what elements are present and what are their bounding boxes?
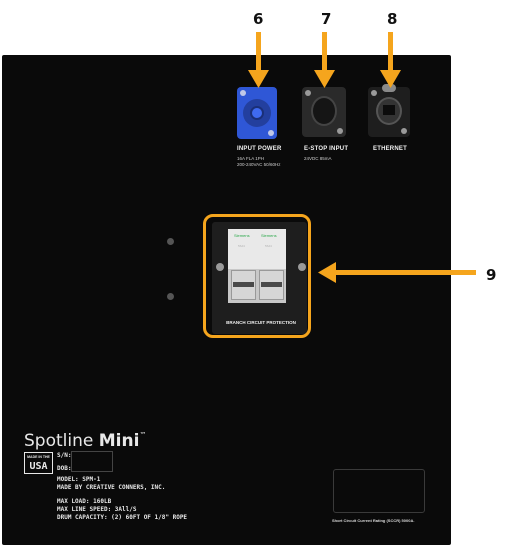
- dob-label: DOB:: [57, 465, 72, 472]
- made-by-text: MADE BY CREATIVE CONNERS, INC.: [57, 484, 166, 491]
- made-in-the-text: MADE IN THE: [27, 455, 50, 459]
- usa-text: USA: [29, 461, 48, 472]
- breaker-highlight: [203, 214, 311, 338]
- arrow-6-head: [248, 70, 269, 88]
- arrow-6-shaft: [256, 32, 261, 72]
- callout-7: 7: [321, 10, 332, 28]
- input-power-rating: 16A FLA 1PH: [237, 156, 265, 161]
- arrow-9-head: [318, 262, 336, 283]
- screw-icon: [337, 128, 343, 134]
- input-power-voltage: 200-240VAC 50/60Hz: [237, 162, 281, 167]
- drum-capacity-text: DRUM CAPACITY: (2) 60FT OF 1/8" ROPE: [57, 514, 188, 521]
- screw-icon: [268, 130, 274, 136]
- arrow-8-head: [380, 70, 401, 88]
- sccr-label-area: [333, 469, 425, 513]
- breaker-brand-left: Siemens: [234, 233, 250, 238]
- panel-screw-icon: [167, 293, 174, 300]
- ethernet-port: [368, 84, 410, 137]
- powercon-center-icon: [250, 106, 264, 120]
- screw-icon: [401, 128, 407, 134]
- switch-lever-icon: [233, 282, 254, 287]
- arrow-9-shaft: [334, 270, 476, 275]
- screw-icon: [240, 90, 246, 96]
- panel-screw-icon: [167, 238, 174, 245]
- arrow-8-shaft: [388, 32, 393, 72]
- ethernet-label: ETHERNET: [373, 146, 407, 152]
- breaker-label: BRANCH CIRCUIT PROTECTION: [226, 320, 296, 325]
- input-power-port: [237, 87, 277, 139]
- screw-icon: [305, 90, 311, 96]
- sccr-text: Short Circuit Current Rating (SCCR) 5000…: [332, 518, 415, 523]
- callout-8: 8: [387, 10, 398, 28]
- callout-6: 6: [253, 10, 264, 28]
- serial-field: [71, 451, 113, 472]
- callout-9: 9: [486, 266, 497, 284]
- estop-input-rating: 24VDC 85mA: [304, 156, 332, 161]
- model-text: MODEL: SPM-1: [57, 476, 101, 483]
- max-load-text: MAX LOAD: 160LB: [57, 498, 112, 505]
- brand-tm: ™: [139, 431, 147, 439]
- screw-icon: [216, 263, 224, 271]
- arrow-7-head: [314, 70, 335, 88]
- max-speed-text: MAX LINE SPEED: 3All/S: [57, 506, 137, 513]
- breaker-switch-right[interactable]: [259, 270, 284, 300]
- breaker-model-right: 5SJ4: [265, 244, 272, 248]
- breaker-model-left: 5SJ4: [238, 244, 245, 248]
- brand-model: Mini: [98, 431, 140, 451]
- rj45-icon: [383, 105, 395, 115]
- brand-logo: Spotline Mini™: [24, 431, 146, 451]
- input-power-label: INPUT POWER: [237, 146, 282, 152]
- serial-label: S/N:: [57, 452, 72, 459]
- latch-icon: [382, 84, 396, 92]
- estop-input-port: [302, 87, 346, 137]
- xlr-socket-icon: [311, 96, 337, 126]
- screw-icon: [371, 90, 377, 96]
- arrow-7-shaft: [322, 32, 327, 72]
- breaker-housing: [228, 229, 286, 269]
- breaker-switch-left[interactable]: [231, 270, 256, 300]
- screw-icon: [298, 263, 306, 271]
- estop-input-label: E-STOP INPUT: [304, 146, 349, 152]
- switch-lever-icon: [261, 282, 282, 287]
- made-in-usa-badge: MADE IN THE USA: [24, 452, 53, 474]
- breaker-brand-right: Siemens: [261, 233, 277, 238]
- brand-name: Spotline: [24, 431, 94, 451]
